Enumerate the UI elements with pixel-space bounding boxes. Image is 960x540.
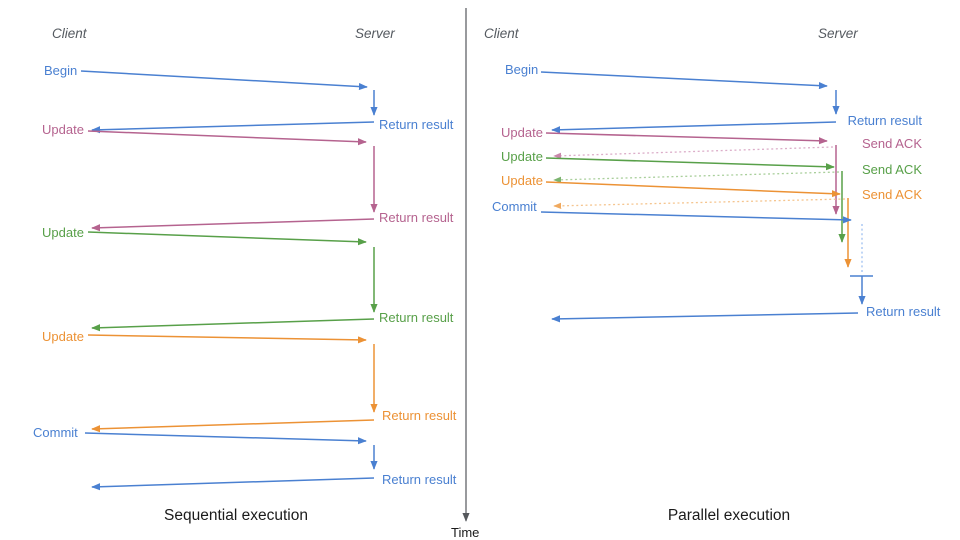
par-caption: Parallel execution [668, 507, 790, 524]
seq-server-header: Server [355, 26, 395, 41]
seq-begin-return-arrow [91, 121, 375, 134]
seq-update1-response-label: Return result [379, 210, 454, 225]
par-message-begin: Begin Return result [505, 62, 923, 134]
seq-message-commit: Commit Return result [33, 425, 457, 491]
seq-update2-response-label: Return result [379, 310, 454, 325]
seq-update3-return-arrow [91, 419, 375, 433]
par-update3-response-label: Send ACK [862, 187, 922, 202]
seq-commit-label: Commit [33, 425, 78, 440]
par-update2-response-label: Send ACK [862, 162, 922, 177]
seq-update2-label: Update [42, 225, 84, 240]
parallel-panel: Client Server Begin Return result Update… [484, 26, 941, 524]
par-commit-request-arrow [540, 211, 852, 224]
seq-update1-label: Update [42, 122, 84, 137]
seq-commit-response-label: Return result [382, 472, 457, 487]
seq-update3-response-label: Return result [382, 408, 457, 423]
par-message-commit: Commit Return result [492, 199, 941, 323]
par-begin-request-arrow [540, 71, 828, 90]
par-update2-ack-arrow [553, 171, 840, 183]
time-axis: Time [451, 8, 479, 540]
seq-begin-response-label: Return result [379, 117, 454, 132]
par-message-update3: Update Send ACK [501, 173, 922, 268]
seq-commit-return-arrow [91, 477, 375, 491]
par-update3-request-arrow [545, 181, 841, 198]
sequential-panel: Client Server Begin Return result Update… [33, 26, 457, 524]
seq-caption: Sequential execution [164, 507, 308, 524]
par-update1-ack-arrow [553, 146, 834, 159]
par-message-update1: Update Send ACK [501, 125, 922, 215]
seq-message-update1: Update Return result [42, 122, 454, 232]
par-update3-ack-arrow [553, 198, 846, 210]
seq-message-update3: Update Return result [42, 329, 457, 433]
par-update1-request-arrow [545, 132, 828, 145]
seq-message-begin: Begin Return result [44, 63, 454, 134]
seq-commit-request-arrow [84, 432, 367, 445]
par-message-update2: Update Send ACK [501, 149, 922, 243]
time-axis-label: Time [451, 525, 479, 540]
seq-update1-return-arrow [91, 218, 375, 232]
seq-update3-request-arrow [87, 334, 367, 344]
par-begin-response-label: Return result [848, 113, 923, 128]
par-commit-return-arrow [551, 312, 859, 323]
par-update1-response-label: Send ACK [862, 136, 922, 151]
seq-update1-request-arrow [87, 130, 367, 146]
seq-message-update2: Update Return result [42, 225, 454, 332]
seq-client-header: Client [52, 26, 88, 41]
par-server-header: Server [818, 26, 858, 41]
par-commit-label: Commit [492, 199, 537, 214]
par-update2-label: Update [501, 149, 543, 164]
par-begin-label: Begin [505, 62, 538, 77]
seq-update2-request-arrow [87, 231, 367, 246]
seq-update3-label: Update [42, 329, 84, 344]
par-update2-request-arrow [545, 157, 835, 171]
par-update1-label: Update [501, 125, 543, 140]
par-client-header: Client [484, 26, 520, 41]
par-commit-response-label: Return result [866, 304, 941, 319]
par-update3-label: Update [501, 173, 543, 188]
seq-update2-return-arrow [91, 318, 375, 332]
seq-begin-request-arrow [80, 70, 368, 91]
par-begin-return-arrow [551, 121, 837, 134]
seq-begin-label: Begin [44, 63, 77, 78]
